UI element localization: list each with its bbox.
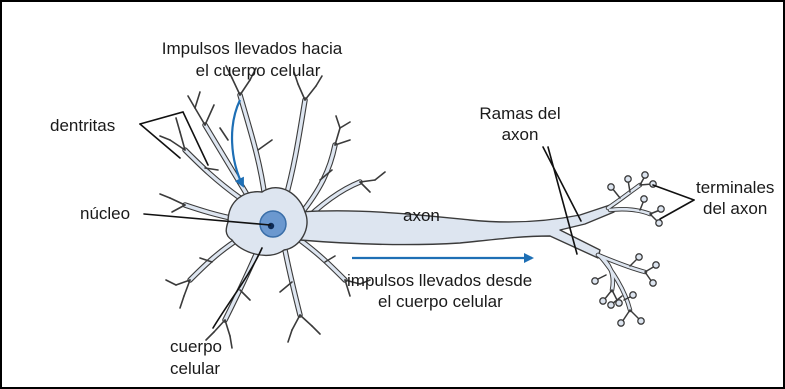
dendrites-leader bbox=[140, 112, 208, 165]
impulses-out-label-line1: impulsos llevados desde bbox=[347, 271, 532, 290]
nucleus-label: núcleo bbox=[80, 204, 130, 223]
axon-label: axon bbox=[403, 206, 440, 225]
axon-branches-label-line2: axon bbox=[502, 125, 539, 144]
impulses-in-label-line1: Impulsos llevados hacia bbox=[162, 39, 343, 58]
cell-body-label-line1: cuerpo bbox=[170, 337, 222, 356]
axon-branches-leader-1 bbox=[543, 147, 581, 221]
dendrites-label: dentritas bbox=[50, 116, 115, 135]
axon-shaft bbox=[300, 205, 614, 258]
cell-body-label-line2: celular bbox=[170, 359, 220, 378]
axon-terminals-leader-1 bbox=[653, 185, 694, 200]
impulses-in-label-line2: el cuerpo celular bbox=[196, 61, 321, 80]
dendrites-leader-2 bbox=[140, 124, 180, 158]
axon-branches-label-line1: Ramas del bbox=[479, 104, 560, 123]
impulses-out-label-line2: el cuerpo celular bbox=[378, 292, 503, 311]
nucleolus bbox=[268, 223, 274, 229]
axon-terminals-label-line1: terminales bbox=[696, 178, 774, 197]
axon-terminals-leader-2 bbox=[660, 200, 694, 219]
axon-terminals-label-line2: del axon bbox=[703, 199, 767, 218]
